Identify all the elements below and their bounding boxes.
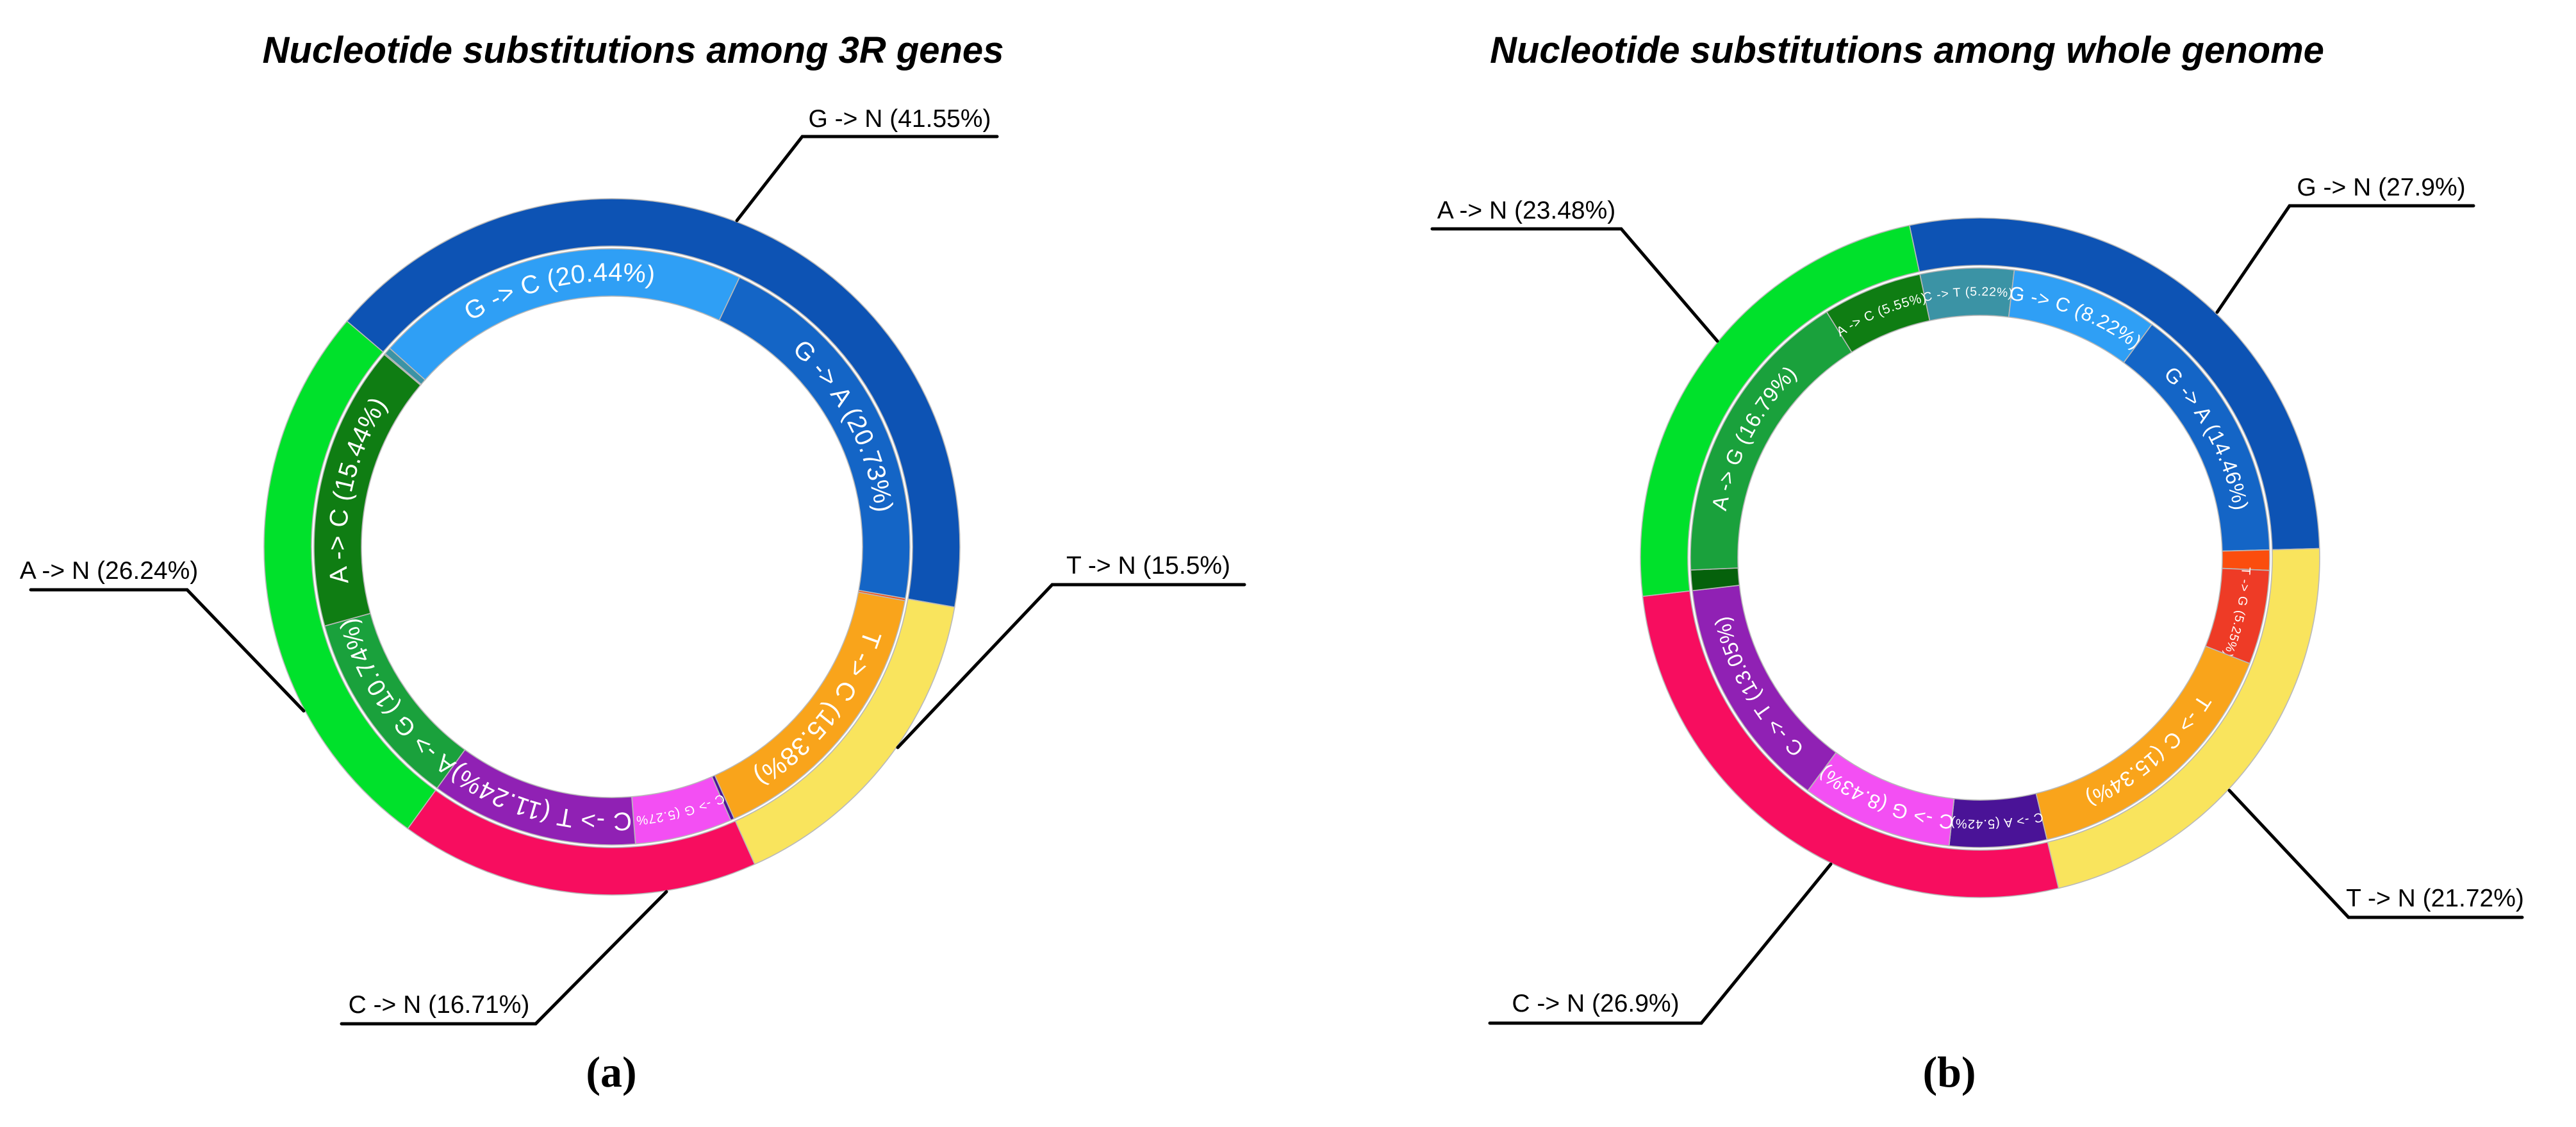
- chart-a: Nucleotide substitutions among 3R genes (…: [0, 0, 1246, 1096]
- callout-leader-c-n-26.9-b: [1488, 862, 1833, 1025]
- outer-slice-g-n-a: [346, 198, 961, 608]
- inner-slice-g-a-a: [718, 276, 911, 599]
- outer-slice-g-n-b: [1908, 217, 2320, 551]
- callout-leader-t-n-15.5-a: [896, 583, 1246, 749]
- callout-label-g-n-41.55-a: G -> N (41.55%): [808, 105, 991, 133]
- callout-leader-t-n-21.72-b: [2227, 789, 2524, 919]
- callout-label-t-n-21.72-b: T -> N (21.72%): [2346, 885, 2524, 912]
- chart-title-b: Nucleotide substitutions among whole gen…: [1490, 29, 2324, 71]
- callout-label-a-n-23.48-b: A -> N (23.48%): [1437, 197, 1616, 224]
- callout-label-t-n-15.5-a: T -> N (15.5%): [1066, 552, 1230, 580]
- outer-slice-a-n-a: [263, 320, 436, 830]
- inner-slice-unlabeled-a-sliver-a: [383, 353, 422, 386]
- callout-label-a-n-26.24-a: A -> N (26.24%): [20, 557, 199, 585]
- inner-slice-a-c-b: [1826, 273, 1931, 353]
- callout-leader-g-n-41.55-a: [735, 135, 999, 222]
- callout-label-c-n-26.9-b: C -> N (26.9%): [1512, 990, 1679, 1017]
- outer-slice-a-n-b: [1640, 224, 1920, 597]
- callout-leader-a-n-26.24-a: [29, 588, 306, 713]
- callout-leader-c-n-16.71-a: [340, 890, 668, 1026]
- figure-caption-b: (b): [1922, 1048, 1976, 1096]
- callout-label-c-n-16.71-a: C -> N (16.71%): [349, 991, 530, 1019]
- chart-title-a: Nucleotide substitutions among 3R genes: [263, 29, 1004, 71]
- callout-label-g-n-27.9-b: G -> N (27.9%): [2297, 174, 2465, 201]
- chart-b: Nucleotide substitutions among whole gen…: [1430, 29, 2524, 1096]
- callout-leader-a-n-23.48-b: [1430, 227, 1719, 343]
- callout-leader-g-n-27.9-b: [2215, 204, 2475, 314]
- figure-caption-a: (a): [586, 1048, 636, 1096]
